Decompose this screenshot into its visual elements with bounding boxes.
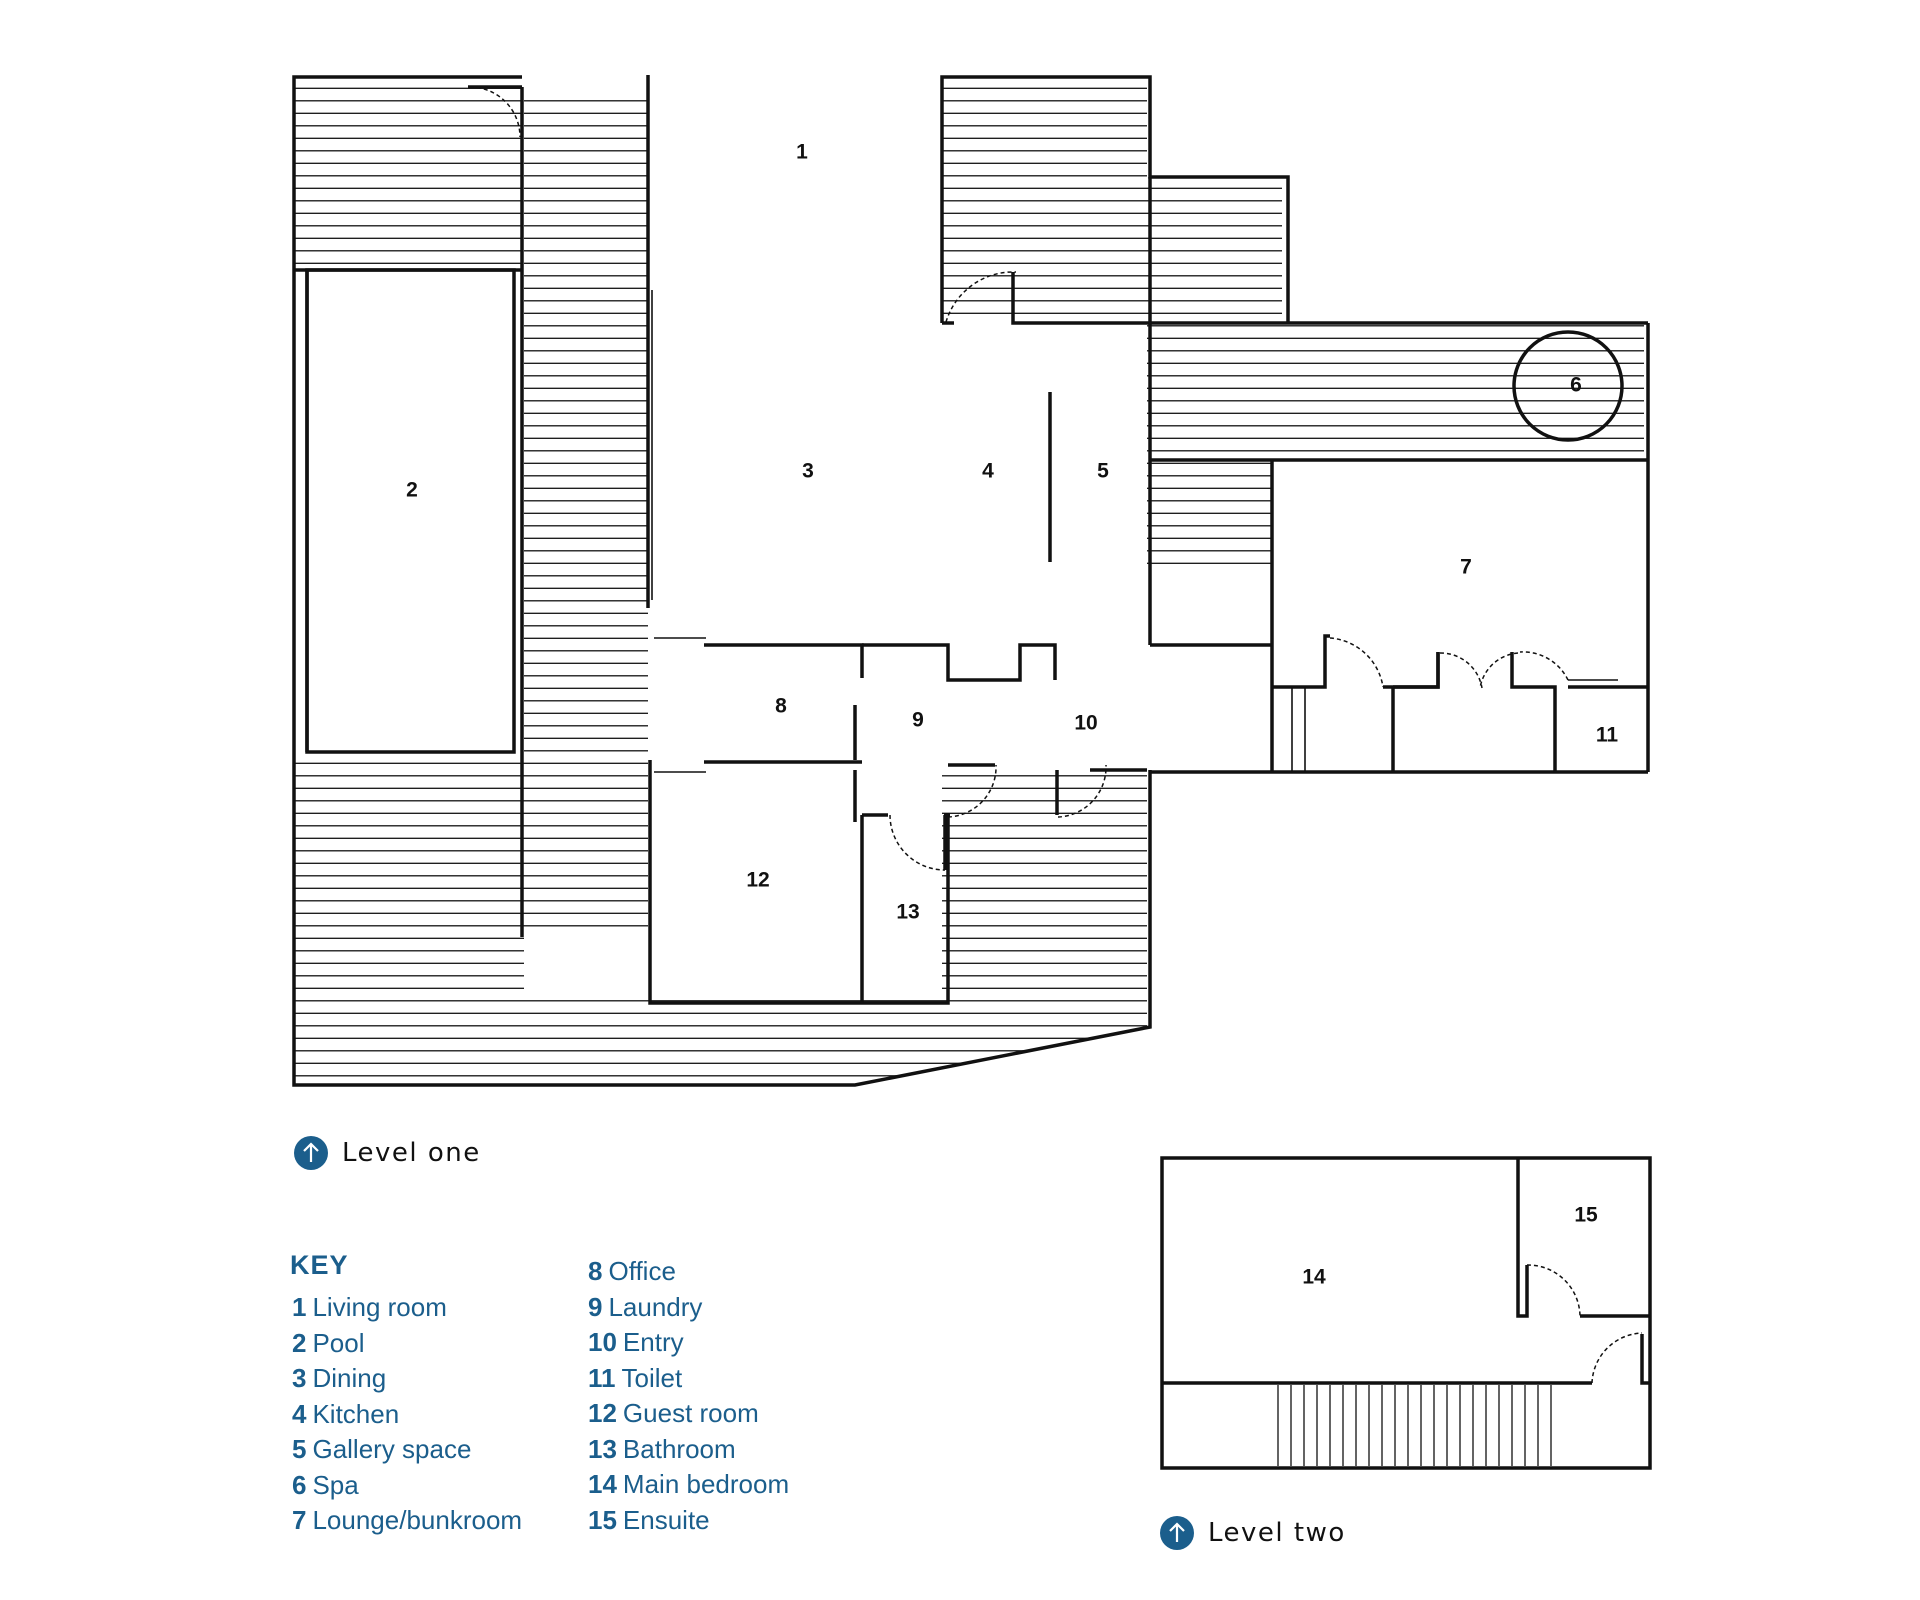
room-numbers: 1 2 3 4 5 6 7 8 9 10 11 12 13 14 15 [406,141,1618,1289]
key-item-name: Living room [312,1292,447,1322]
level-one-plan [292,75,1650,1087]
key-item-number: 4 [292,1398,307,1429]
north-arrow-icon [294,1136,328,1170]
key-item-name: Dining [312,1363,387,1393]
key-item-name: Office [608,1256,676,1286]
room-number-5: 5 [1097,460,1109,483]
door-swings [469,86,1569,871]
key-item-number: 10 [588,1327,617,1357]
key-item-name: Ensuite [622,1504,710,1535]
room-number-10: 10 [1074,712,1097,735]
key-title: KEY [290,1250,349,1280]
key-item-number: 11 [588,1362,616,1393]
key-item-name: Main bedroom [622,1469,790,1499]
north-arrow-icon [1160,1516,1194,1550]
level-two-text: Level two [1208,1518,1346,1548]
room-number-4: 4 [982,460,994,483]
key-item-number: 1 [292,1292,307,1322]
room-number-3: 3 [802,460,814,483]
key-item-number: 5 [292,1434,307,1464]
key-item-number: 6 [292,1469,307,1500]
room-number-14: 14 [1302,1266,1326,1289]
room-number-11: 11 [1596,724,1619,747]
key-item-number: 8 [588,1256,603,1286]
key-item-number: 3 [292,1363,307,1393]
room-number-6: 6 [1570,374,1582,397]
key-item-name: Lounge/bunkroom [312,1505,523,1535]
key-item-number: 12 [588,1398,617,1428]
room-number-13: 13 [896,901,919,924]
room-number-7: 7 [1460,556,1472,579]
room-number-8: 8 [775,695,787,718]
room-number-1: 1 [796,141,808,164]
room-number-2: 2 [406,479,418,502]
key-item-name: Kitchen [312,1398,400,1429]
level-one-text: Level one [342,1138,481,1168]
level-two-label: Level two [1160,1516,1346,1550]
key-item-number: 13 [588,1433,617,1464]
key-item-name: Laundry [608,1291,703,1322]
key-item-number: 9 [588,1291,603,1322]
level-one-label: Level one [294,1136,481,1170]
key-item-number: 14 [588,1469,617,1499]
key-item-number: 15 [588,1504,617,1535]
room-number-15: 15 [1574,1204,1598,1227]
key-item-name: Pool [312,1327,365,1358]
room-number-12: 12 [746,869,769,892]
key-item-name: Guest room [622,1398,759,1428]
stairs [1277,1385,1552,1466]
key-item-name: Gallery space [312,1434,472,1464]
key-item-number: 7 [292,1505,307,1535]
room-number-9: 9 [912,709,924,732]
key-item-name: Toilet [621,1362,683,1393]
decking [294,77,1644,1085]
key-item-number: 2 [292,1327,307,1358]
walls [292,75,1650,1087]
key-item-name: Spa [312,1469,359,1500]
level-two-plan [1160,1156,1652,1470]
key-item-name: Bathroom [622,1433,736,1464]
key-item-name: Entry [622,1327,684,1357]
